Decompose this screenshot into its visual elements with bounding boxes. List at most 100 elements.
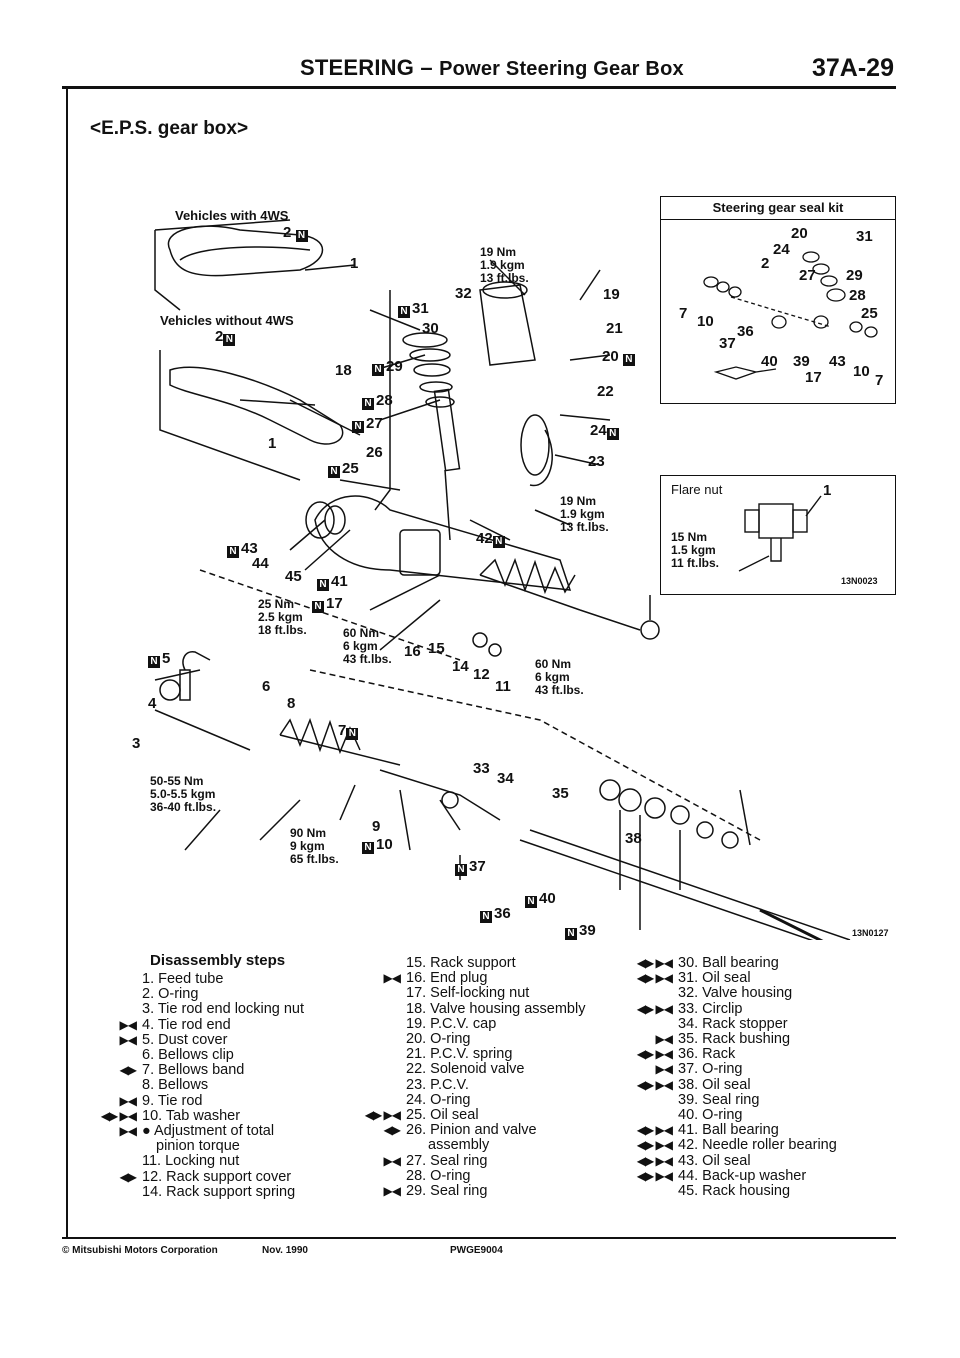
callout-text: 42: [476, 530, 493, 547]
torque-line: 19 Nm: [560, 494, 597, 508]
list-item: 1. Feed tube: [96, 971, 304, 987]
new-part-icon: N: [317, 579, 329, 591]
seal-kit-title: Steering gear seal kit: [661, 197, 895, 220]
callout-18: 18: [335, 362, 352, 379]
new-part-icon: N: [622, 354, 635, 366]
torque-line: 36-40 ft.lbs.: [150, 800, 217, 814]
seal-callout-28: 28: [849, 287, 866, 304]
list-item: ◀▶ ▶◀30. Ball bearing: [632, 955, 837, 971]
new-part-icon: N: [525, 896, 537, 908]
new-part-icon: N: [398, 306, 410, 318]
step-text: 20. O-ring: [406, 1031, 471, 1048]
new-part-icon: N: [328, 466, 340, 478]
torque-line: 60 Nm: [343, 626, 380, 640]
torque-line: 65 ft.lbs.: [290, 852, 339, 866]
step-text: 45. Rack housing: [678, 1183, 791, 1200]
step-text: 7. Bellows band: [142, 1062, 245, 1079]
step-text: 32. Valve housing: [678, 985, 793, 1002]
step-text: 43. Oil seal: [678, 1152, 751, 1169]
step-text: 41. Ball bearing: [678, 1122, 779, 1139]
list-item: ▶◀4. Tie rod end: [96, 1017, 304, 1033]
list-item: ◀▶ ▶◀10. Tab washer: [96, 1107, 304, 1124]
service-mark: ◀▶ ▶◀: [636, 1123, 673, 1138]
callout-32: 32: [455, 285, 472, 302]
callout-text: 37: [469, 858, 486, 875]
torque-line: 15 Nm: [671, 530, 708, 544]
service-mark: ◀▶ ▶◀: [364, 1108, 401, 1123]
step-text: 31. Oil seal: [678, 970, 751, 987]
new-part-icon: N: [352, 421, 364, 433]
list-item: 14. Rack support spring: [96, 1184, 304, 1200]
service-mark: ◀▶ ▶◀: [636, 1001, 673, 1016]
service-mark: ◀▶ ▶◀: [636, 1077, 673, 1092]
torque-90nm: 90 Nm 9 kgm 65 ft.lbs.: [290, 827, 339, 866]
service-mark: ◀▶ ▶◀: [636, 971, 673, 986]
step-text: 9. Tie rod: [142, 1092, 203, 1109]
torque-line: 11 ft.lbs.: [671, 556, 720, 570]
step-text: 2. O-ring: [142, 986, 199, 1003]
torque-line: 43 ft.lbs.: [535, 683, 584, 697]
new-part-icon: N: [480, 911, 492, 923]
service-mark: ▶◀: [383, 971, 401, 986]
service-mark: ◀▶ ▶◀: [636, 1047, 673, 1062]
header-subtitle: Power Steering Gear Box: [439, 58, 684, 80]
callout-6: 6: [262, 678, 271, 695]
step-text: 8. Bellows: [142, 1077, 209, 1094]
step-text: 28. O-ring: [406, 1167, 471, 1184]
callout-4: 4: [148, 695, 157, 712]
list-item: ◀▶ ▶◀42. Needle roller bearing: [632, 1138, 837, 1153]
step-text: 34. Rack stopper: [678, 1015, 788, 1032]
service-mark: ▶◀: [119, 1124, 137, 1139]
torque-50nm: 50-55 Nm 5.0-5.5 kgm 36-40 ft.lbs.: [150, 775, 216, 814]
seal-callout-31: 31: [856, 228, 873, 245]
torque-line: 90 Nm: [290, 826, 327, 840]
service-mark: ▶◀: [119, 1093, 137, 1108]
step-text: pinion torque: [156, 1138, 240, 1155]
list-item: 20. O-ring: [360, 1031, 585, 1048]
flare-nut-box: Flare nut 1 15 Nm 1.5 kgm 11 ft.lbs. 13N…: [660, 475, 896, 595]
callout-text: 39: [579, 922, 596, 939]
callout-text: 20: [602, 348, 619, 365]
step-text: 40. O-ring: [678, 1107, 743, 1124]
seal-callout-39: 39: [793, 353, 810, 370]
callout-21: 21: [606, 320, 623, 337]
step-text: 10. Tab washer: [142, 1107, 241, 1124]
list-item: 2. O-ring: [96, 987, 304, 1002]
torque-line: 1.9 kgm: [480, 258, 525, 272]
footer-rule: [62, 1237, 896, 1239]
header-rule: [62, 86, 896, 89]
seal-callout-25: 25: [861, 305, 878, 322]
new-part-icon: N: [362, 398, 374, 410]
callout-12: 12: [473, 666, 490, 683]
seal-callout-43: 43: [829, 353, 846, 370]
callout-16: 16: [404, 643, 421, 660]
disassembly-title: Disassembly steps: [150, 952, 286, 969]
service-mark: ◀▶ ▶◀: [636, 956, 673, 970]
list-item: ◀▶12. Rack support cover: [96, 1169, 304, 1185]
flare-nut-torque: 15 Nm 1.5 kgm 11 ft.lbs.: [671, 531, 719, 570]
list-item: 28. O-ring: [360, 1167, 585, 1184]
torque-25nm: 25 Nm 2.5 kgm 18 ft.lbs.: [258, 598, 307, 637]
list-item: ▶◀27. Seal ring: [360, 1153, 585, 1169]
service-mark: ▶◀: [119, 1017, 137, 1032]
new-part-icon: N: [455, 864, 467, 876]
list-item: ▶◀35. Rack bushing: [632, 1031, 837, 1047]
torque-line: 13 ft.lbs.: [480, 271, 529, 285]
new-part-icon: N: [372, 364, 384, 376]
torque-60nm-left: 60 Nm 6 kgm 43 ft.lbs.: [343, 627, 392, 666]
callout-26: 26: [366, 444, 383, 461]
callout-text: 27: [366, 415, 383, 432]
step-text: 39. Seal ring: [678, 1091, 760, 1108]
list-item: ◀▶ ▶◀44. Back-up washer: [632, 1168, 837, 1184]
disassembly-col-1: 1. Feed tube 2. O-ring 3. Tie rod end lo…: [96, 971, 304, 1200]
callout-text: 10: [376, 836, 393, 853]
seal-callout-10a: 10: [697, 313, 714, 330]
list-item: ▶◀37. O-ring: [632, 1062, 837, 1077]
